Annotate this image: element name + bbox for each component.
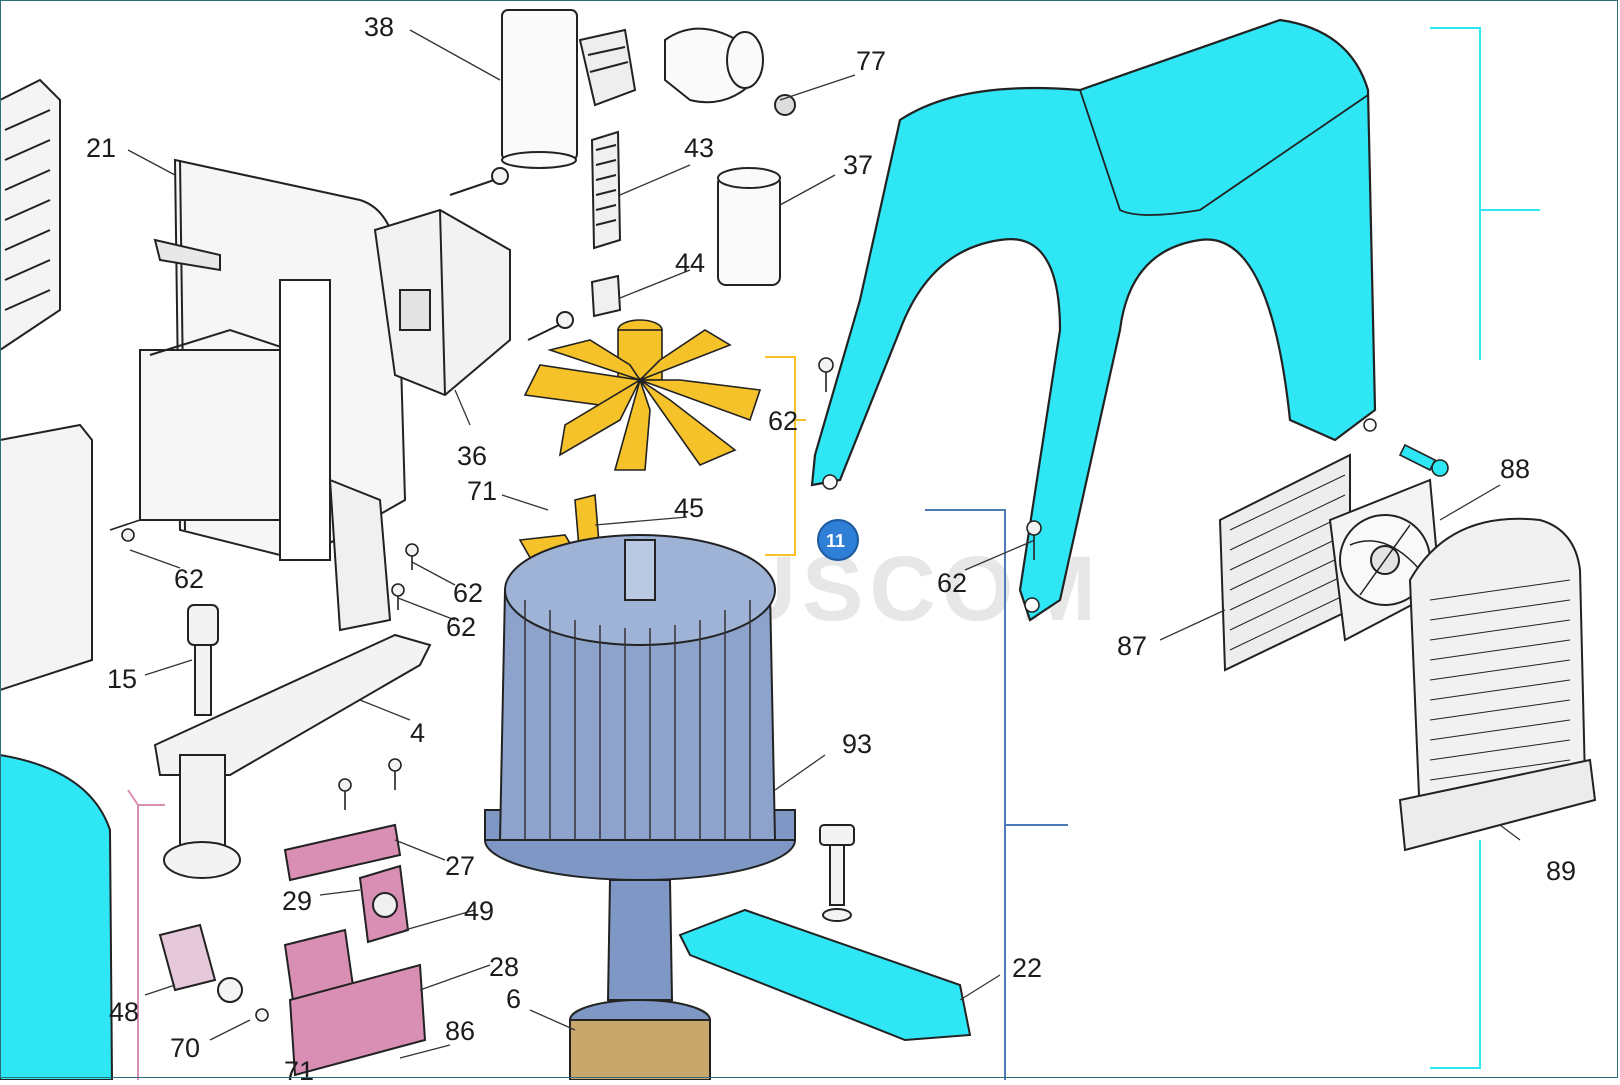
callout-21: 21	[86, 133, 116, 163]
base-bracket-22	[678, 908, 972, 1042]
callout-70: 70	[170, 1033, 200, 1063]
cover-screw	[1398, 443, 1449, 477]
callout-62-mid: 62	[453, 578, 483, 608]
callout-87: 87	[1117, 631, 1147, 661]
small-screws	[109, 357, 1042, 1022]
bolt-15	[187, 604, 219, 716]
side-panel-edge	[0, 423, 93, 692]
callout-77: 77	[856, 46, 886, 76]
callout-27: 27	[445, 851, 475, 881]
callout-29: 29	[282, 886, 312, 916]
callout-48: 48	[109, 997, 139, 1027]
terminal-block	[578, 28, 637, 107]
callout-62-low: 62	[446, 612, 476, 642]
control-board-edge	[0, 78, 61, 352]
group-brackets	[127, 27, 1540, 1080]
callout-71: 71	[467, 476, 497, 506]
callout-62-left: 62	[174, 564, 204, 594]
capacitor-37	[717, 167, 781, 286]
callout-22: 22	[1012, 953, 1042, 983]
callout-44: 44	[675, 248, 705, 278]
lever-4	[153, 633, 432, 879]
connector-43	[590, 130, 622, 250]
hotspot-marker-label: 11	[826, 531, 845, 551]
callout-62-right: 62	[937, 568, 967, 598]
callout-88: 88	[1500, 454, 1530, 484]
seal-49	[358, 864, 410, 944]
filter-grille-87	[1218, 453, 1351, 672]
callout-38: 38	[364, 12, 394, 42]
connector-44	[590, 274, 622, 318]
small-motor-77	[664, 27, 796, 116]
bolt-washer	[819, 824, 855, 922]
callout-4: 4	[410, 718, 425, 748]
callout-89: 89	[1546, 856, 1576, 886]
callout-36: 36	[457, 441, 487, 471]
callout-37: 37	[843, 150, 873, 180]
latch-48	[158, 923, 243, 1003]
callout-49: 49	[464, 896, 494, 926]
seal-27	[283, 823, 402, 882]
callout-6: 6	[506, 984, 521, 1014]
callout-labels: 38 77 21 43 37 44 36 62 71 45 62 62 62 6…	[86, 12, 1576, 1085]
callout-28: 28	[489, 952, 519, 982]
capacitor-38	[501, 9, 578, 169]
control-box-21	[139, 158, 407, 632]
callout-43: 43	[684, 133, 714, 163]
motor-93	[484, 534, 796, 1081]
leader-lines	[127, 29, 1521, 1059]
callout-45: 45	[674, 493, 704, 523]
callout-86: 86	[445, 1016, 475, 1046]
callout-93: 93	[842, 729, 872, 759]
screws-top	[449, 167, 574, 341]
callout-62-fan: 62	[768, 406, 798, 436]
cover-hood	[810, 18, 1377, 622]
callout-71-lower: 71	[284, 1056, 314, 1080]
callout-15: 15	[107, 664, 137, 694]
hotspot-marker[interactable]: 11	[817, 519, 859, 561]
rear-grille-89	[1398, 517, 1597, 852]
seal-28	[283, 928, 427, 1077]
cover-edge-left	[0, 753, 114, 1081]
transformer-36	[373, 208, 511, 397]
